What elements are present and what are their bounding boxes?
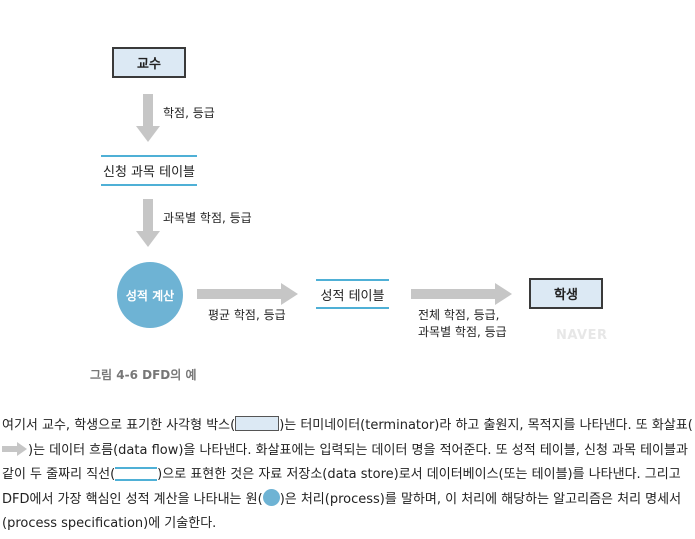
flow-arrow-3 [197,283,298,305]
paragraph-text-1: 여기서 교수, 학생으로 표기한 사각형 박스( [2,418,236,433]
flow-label-2: 과목별 학점, 등급 [163,211,252,225]
paragraph-text-2: )는 터미네이터(terminator)라 하고 출원지, 목적지를 나타낸다.… [279,418,693,433]
paragraph-text-4: )으로 표현한 것은 자료 저장소(data store)로서 데이터베이스(또… [2,467,681,507]
inline-process-circle [262,488,280,506]
flow-label-4-line1: 전체 학점, 등급, [418,308,500,322]
terminator-professor: 교수 [112,47,186,78]
process-label: 성적 계산 [125,288,175,303]
terminator-student-label: 학생 [554,288,578,303]
flow-label-4-line2: 과목별 학점, 등급 [418,325,507,339]
figure-caption: 그림 4-6 DFD의 예 [90,368,197,382]
process-grade-calc: 성적 계산 [117,262,183,328]
flow-label-4: 전체 학점, 등급, 과목별 학점, 등급 [418,307,507,341]
explanation-paragraph: 여기서 교수, 학생으로 표기한 사각형 박스( )는 터미네이터(termina… [2,414,695,537]
store-course-table: 신청 과목 테이블 [101,155,197,186]
inline-terminator-box [235,416,280,431]
store-course-label: 신청 과목 테이블 [103,165,195,180]
flow-arrow-1 [136,94,160,142]
inline-store-lines [115,467,158,481]
flow-label-3: 평균 학점, 등급 [208,308,286,322]
terminator-student: 학생 [529,278,603,309]
naver-watermark: NAVER [556,328,608,343]
inline-arrow-icon [2,441,27,456]
flow-label-1: 학점, 등급 [163,106,215,120]
paragraph-text-5: )은 처리(process)를 말하며, 이 처리에 해당하는 알고리즘은 처리… [2,491,682,532]
paragraph-text-3: )는 데이터 흐름(data flow)을 나타낸다. 화살표에는 입력되는 데… [2,442,688,483]
store-grade-table: 성적 테이블 [316,279,389,309]
flow-arrow-2 [136,199,160,247]
store-grade-label: 성적 테이블 [320,288,385,304]
terminator-professor-label: 교수 [137,57,161,72]
flow-arrow-4 [411,283,512,305]
